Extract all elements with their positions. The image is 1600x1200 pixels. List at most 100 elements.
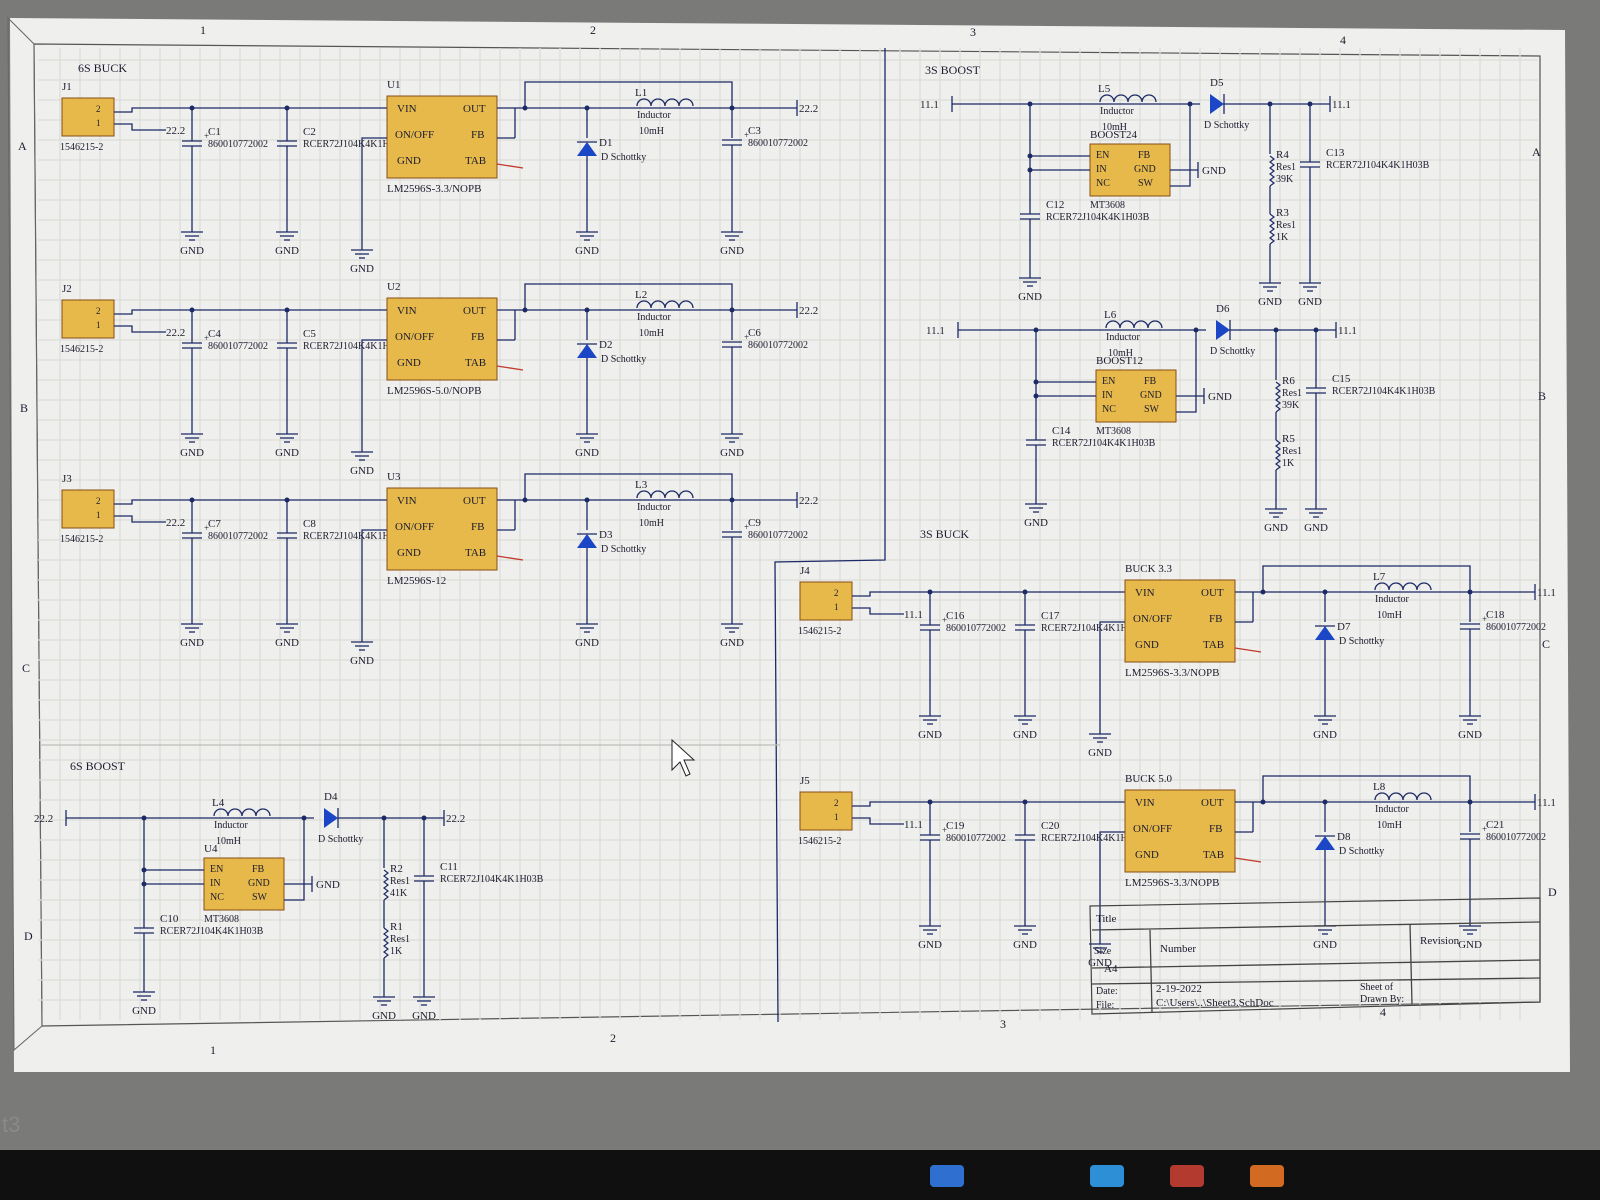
ic-designator: U3 [387, 471, 401, 483]
cap-designator: C13 [1326, 147, 1345, 159]
cap-designator: C20 [1041, 820, 1060, 832]
inductor-label: Inductor [1100, 106, 1135, 117]
inductor-value: 10mH [1102, 122, 1127, 133]
ic-part: MT3608 [1096, 426, 1131, 437]
ic-pin-label: SW [252, 892, 268, 903]
taskbar-app-icon[interactable] [1090, 1165, 1124, 1187]
ic-pin-label: TAB [465, 547, 486, 559]
net-label-output: 22.2 [446, 813, 465, 825]
cap-part: RCER72J104K4K1H03B [1041, 833, 1145, 844]
wire [361, 529, 387, 628]
zone-label-left: B [20, 401, 28, 415]
ic-pin-label: ON/OFF [395, 129, 434, 141]
zone-label-top: 3 [970, 25, 976, 39]
taskbar-app-icon[interactable] [930, 1165, 964, 1187]
schottky-diode-icon [1216, 320, 1230, 340]
cap-part: RCER72J104K4K1H03B [1332, 386, 1436, 397]
regulator-ic [1124, 789, 1236, 873]
ic-designator: U2 [387, 281, 400, 293]
cap-polarity: + [942, 825, 947, 835]
regulator-ic [1124, 579, 1236, 663]
resistor-value: 1K [1276, 232, 1289, 243]
inductor-icon [636, 490, 694, 499]
resistor-icon [1269, 213, 1275, 245]
gnd-label: GND [132, 1005, 156, 1017]
resistor-icon [1269, 155, 1275, 187]
inductor-icon [636, 300, 694, 309]
cap-designator: C16 [946, 610, 965, 622]
inductor-value: 10mH [1377, 610, 1402, 621]
zone-label-top: 1 [200, 23, 206, 37]
section-title-3s-buck: 3S BUCK [920, 527, 969, 541]
inductor-designator: L1 [635, 87, 647, 99]
junction-dot [1193, 327, 1199, 333]
wire [1170, 104, 1191, 187]
junction-dot [1033, 379, 1039, 385]
connector-designator: J5 [800, 775, 810, 787]
inductor-value: 10mH [639, 328, 664, 339]
gnd-label: GND [1202, 165, 1226, 177]
wire [114, 499, 387, 505]
ic-pin-label: NC [1096, 178, 1110, 189]
schottky-diode-icon [324, 808, 338, 828]
pin-num: 2 [834, 588, 839, 598]
cap-designator: C14 [1052, 425, 1071, 437]
cap-part: 860010772002 [208, 341, 268, 352]
boost-ic [203, 857, 285, 911]
cap-part: RCER72J104K4K1H03B [303, 341, 407, 352]
connector-designator: J3 [62, 473, 72, 485]
diode-designator: D2 [599, 339, 612, 351]
section-title-3s-boost: 3S BOOST [925, 63, 981, 77]
inductor-label: Inductor [637, 502, 672, 513]
pin-num: 2 [96, 104, 101, 114]
ic-pin-label: VIN [397, 305, 417, 317]
title-block-date-label: Date: [1096, 986, 1118, 997]
gnd-label: GND [180, 637, 204, 649]
cap-part: 860010772002 [208, 139, 268, 150]
title-block-line [1091, 977, 1541, 985]
cap-polarity: + [744, 332, 749, 342]
ic-pin-label: TAB [465, 357, 486, 369]
gnd-label: GND [1264, 522, 1288, 534]
connector-part: 1546215-2 [798, 836, 841, 847]
taskbar-app-icon[interactable] [1170, 1165, 1204, 1187]
cap-part: 860010772002 [1486, 622, 1546, 633]
regulator-ic [386, 297, 498, 381]
cap-part: 860010772002 [208, 531, 268, 542]
inductor-icon [1105, 320, 1163, 329]
sheet-paper [10, 18, 1570, 1072]
zone-label-bottom: 2 [610, 1031, 616, 1045]
ic-pin-label: SW [1138, 178, 1154, 189]
cap-designator: C10 [160, 913, 179, 925]
ic-pin-label: TAB [1203, 849, 1224, 861]
title-block-size: A4 [1104, 963, 1118, 975]
connector-part: 1546215-2 [798, 626, 841, 637]
zone-label-top: 4 [1340, 33, 1346, 47]
connector-designator: J1 [62, 81, 72, 93]
connector-icon [61, 97, 115, 137]
tab-wire [496, 555, 524, 561]
cap-designator: C7 [208, 518, 221, 530]
ic-pin-label: FB [1209, 613, 1222, 625]
cap-part: RCER72J104K4K1H03B [1046, 212, 1150, 223]
wire [524, 283, 733, 310]
inductor-icon [1374, 582, 1432, 591]
net-label-input: 11.1 [920, 99, 939, 111]
tab-wire [496, 365, 524, 371]
ic-pin-label: EN [210, 864, 223, 875]
ic-pin-label: VIN [397, 103, 417, 115]
title-block-line [1091, 921, 1541, 931]
gnd-label: GND [1458, 939, 1482, 951]
title-block-file-label: File: [1096, 1000, 1114, 1011]
taskbar-app-icon[interactable] [1250, 1165, 1284, 1187]
ic-pin-label: FB [1144, 376, 1157, 387]
wire [114, 325, 166, 333]
ic-pin-label: FB [471, 331, 484, 343]
gnd-label: GND [575, 245, 599, 257]
resistor-label: Res1 [390, 876, 410, 887]
gnd-label: GND [720, 447, 744, 459]
wire [1176, 330, 1197, 413]
pin-num: 1 [834, 812, 839, 822]
diode-label: D Schottky [1210, 346, 1255, 357]
net-label-output: 11.1 [1537, 587, 1556, 599]
